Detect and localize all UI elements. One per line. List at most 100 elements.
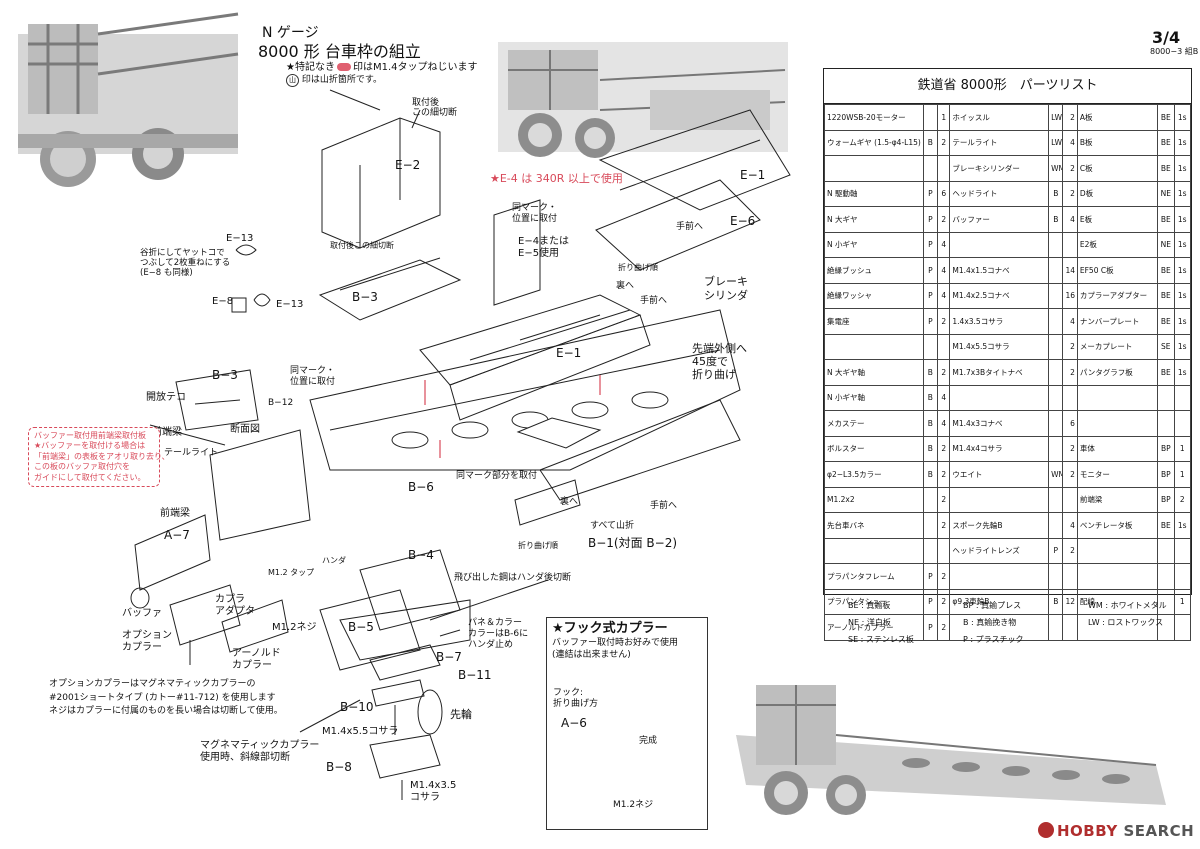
- parts-cell: ナンバープレート: [1076, 308, 1159, 335]
- parts-cell: P: [922, 588, 939, 615]
- parts-cell: [1157, 537, 1175, 564]
- parts-cell: 1s: [1173, 257, 1191, 284]
- label-m12-screw: M1.2ネジ: [272, 622, 317, 633]
- label-buffer: バッファ: [122, 608, 162, 619]
- parts-cell: BE: [1157, 282, 1175, 309]
- tap-note: ★特記なき印はM1.4タップねじいます: [286, 58, 478, 73]
- label-m12-tap: M1.2 タップ: [268, 568, 315, 577]
- parts-cell: [1048, 333, 1064, 360]
- label-toritukego: 取付後この細切断: [330, 241, 394, 250]
- legend-bp: BP : 真鍮プレス: [963, 601, 1022, 610]
- parts-cell: BP: [1157, 435, 1175, 462]
- parts-cell: [1157, 384, 1175, 411]
- parts-cell: 2: [937, 359, 951, 386]
- parts-cell: 1s: [1173, 155, 1191, 182]
- parts-cell: 2: [937, 308, 951, 335]
- legend-lw: LW : ロストワックス: [1088, 618, 1164, 627]
- parts-cell: [1173, 563, 1191, 590]
- parts-cell: M1.4x2.5コナベ: [949, 282, 1050, 309]
- label-e2: E−2: [395, 158, 421, 172]
- parts-cell: [1048, 308, 1064, 335]
- hobby-search-watermark: HOBBY SEARCH: [1038, 822, 1194, 840]
- parts-cell: SE: [1157, 333, 1175, 360]
- label-danmen: 断面図: [230, 424, 260, 435]
- parts-cell: [1076, 384, 1159, 411]
- parts-row: φ2−L3.5カラーB2ウエイトWM2モニターBP1: [824, 461, 1191, 488]
- parts-cell: N 大ギヤ: [824, 206, 924, 233]
- parts-cell: WM: [1048, 155, 1064, 182]
- parts-cell: M1.4x1.5コナベ: [949, 257, 1050, 284]
- parts-cell: 絶縁ブッシュ: [824, 257, 924, 284]
- parts-cell: [1062, 384, 1078, 411]
- parts-list-title: 鉄道省 8000形 パーツリスト: [824, 69, 1191, 104]
- label-e1-top: E−1: [740, 168, 766, 182]
- label-tobidashi: 飛び出した鋼はハンダ後切断: [454, 573, 572, 583]
- label-senrin: 先輪: [450, 708, 472, 721]
- parts-cell: M1.4x3コナベ: [949, 410, 1050, 437]
- label-zentanryo-2: 前端梁: [160, 508, 190, 519]
- parts-cell: N 小ギヤ軸: [824, 384, 924, 411]
- parts-cell: [1062, 231, 1078, 258]
- parts-cell: [1048, 435, 1064, 462]
- parts-cell: バッファー: [949, 206, 1050, 233]
- hook-screw-label: M1.2ネジ: [613, 800, 654, 810]
- parts-cell: 車体: [1076, 435, 1159, 462]
- parts-cell: 6: [1062, 410, 1078, 437]
- label-tamae-2: 手前へ: [640, 296, 668, 306]
- parts-cell: [922, 155, 939, 182]
- label-tail-light: テールライト: [164, 448, 219, 458]
- legend-be: BE : 真鍮板: [848, 601, 891, 610]
- parts-cell: 1s: [1173, 231, 1191, 258]
- parts-cell: 14: [1062, 257, 1078, 284]
- parts-cell: 1s: [1173, 129, 1191, 156]
- label-zentanryo: 前端梁: [152, 427, 182, 438]
- parts-cell: P: [1048, 537, 1064, 564]
- fold-note-text: 印は山折箇所です。: [301, 75, 382, 85]
- parts-cell: M1.4x5.5コサラ: [949, 333, 1050, 360]
- parts-cell: [949, 486, 1050, 513]
- parts-cell: 4: [937, 410, 951, 437]
- parts-cell: [1173, 410, 1191, 437]
- parts-cell: ブレーキシリンダー: [949, 155, 1050, 182]
- parts-cell: BP: [1157, 486, 1175, 513]
- parts-cell: [1076, 537, 1159, 564]
- parts-cell: B: [922, 359, 939, 386]
- label-m14x55: M1.4x5.5コサラ: [322, 726, 399, 737]
- parts-cell: [1076, 563, 1159, 590]
- parts-cell: [1048, 231, 1064, 258]
- label-doumark-3: 同マーク部分を取付: [456, 471, 538, 481]
- parts-cell: N 大ギヤ軸: [824, 359, 924, 386]
- parts-cell: [1076, 410, 1159, 437]
- hook-done-label: 完成: [639, 736, 658, 746]
- label-e1-main: E−1: [556, 346, 582, 360]
- tap-note-prefix: ★特記なき: [286, 62, 335, 73]
- photo-chassis-top-left: [8, 4, 248, 204]
- parts-cell: ヘッドライト: [949, 180, 1050, 207]
- parts-cell: NE: [1157, 231, 1175, 258]
- parts-cell: WM: [1048, 461, 1064, 488]
- parts-cell: 1s: [1173, 282, 1191, 309]
- parts-cell: BE: [1157, 512, 1175, 539]
- parts-cell: [1173, 384, 1191, 411]
- parts-cell: [922, 486, 939, 513]
- hobby-search-logo-icon: [1038, 822, 1054, 838]
- parts-cell: 2: [937, 486, 951, 513]
- parts-cell: 4: [937, 282, 951, 309]
- parts-cell: 4: [1062, 206, 1078, 233]
- parts-cell: 2: [1062, 155, 1078, 182]
- label-b10: B−10: [340, 700, 374, 714]
- parts-cell: [1157, 614, 1175, 641]
- parts-cell: 4: [1062, 512, 1078, 539]
- label-mae: 手前へ: [650, 501, 678, 511]
- parts-cell: B: [1048, 588, 1064, 615]
- parts-cell: [1062, 614, 1078, 641]
- parts-cell: [1048, 563, 1064, 590]
- parts-cell: B: [922, 461, 939, 488]
- legend-se: SE : ステンレス板: [848, 635, 914, 644]
